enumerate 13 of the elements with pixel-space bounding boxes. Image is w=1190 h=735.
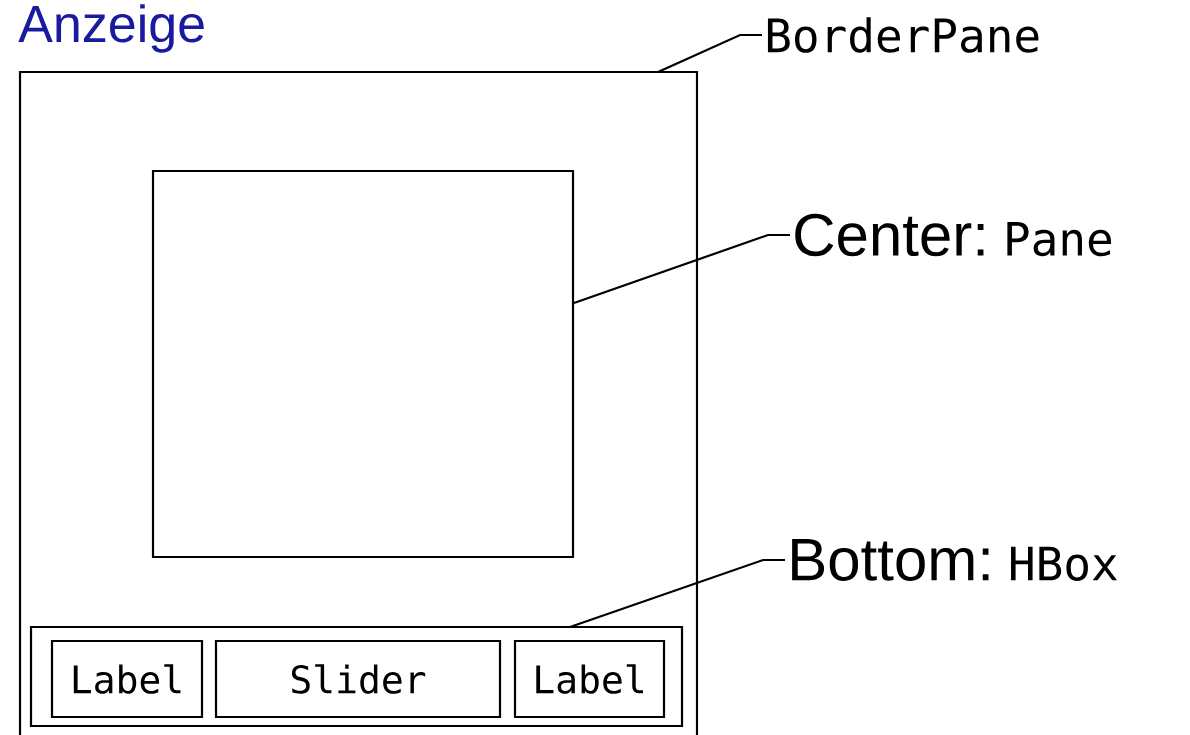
callout-label: Center: Pane xyxy=(795,213,1111,257)
panel-box xyxy=(18,70,699,735)
panel-box xyxy=(151,169,575,559)
callout-label: Bottom: HBox xyxy=(792,539,1117,581)
leader-line xyxy=(569,558,785,629)
control-box: Slider xyxy=(214,639,502,719)
control-box: Label xyxy=(513,639,666,719)
callout-label: BorderPane xyxy=(767,17,1039,53)
title: Anzeige xyxy=(18,4,204,53)
control-box: Label xyxy=(50,639,204,719)
leader-line xyxy=(573,233,790,305)
panel-box xyxy=(29,625,684,728)
leader-line xyxy=(657,33,762,73)
